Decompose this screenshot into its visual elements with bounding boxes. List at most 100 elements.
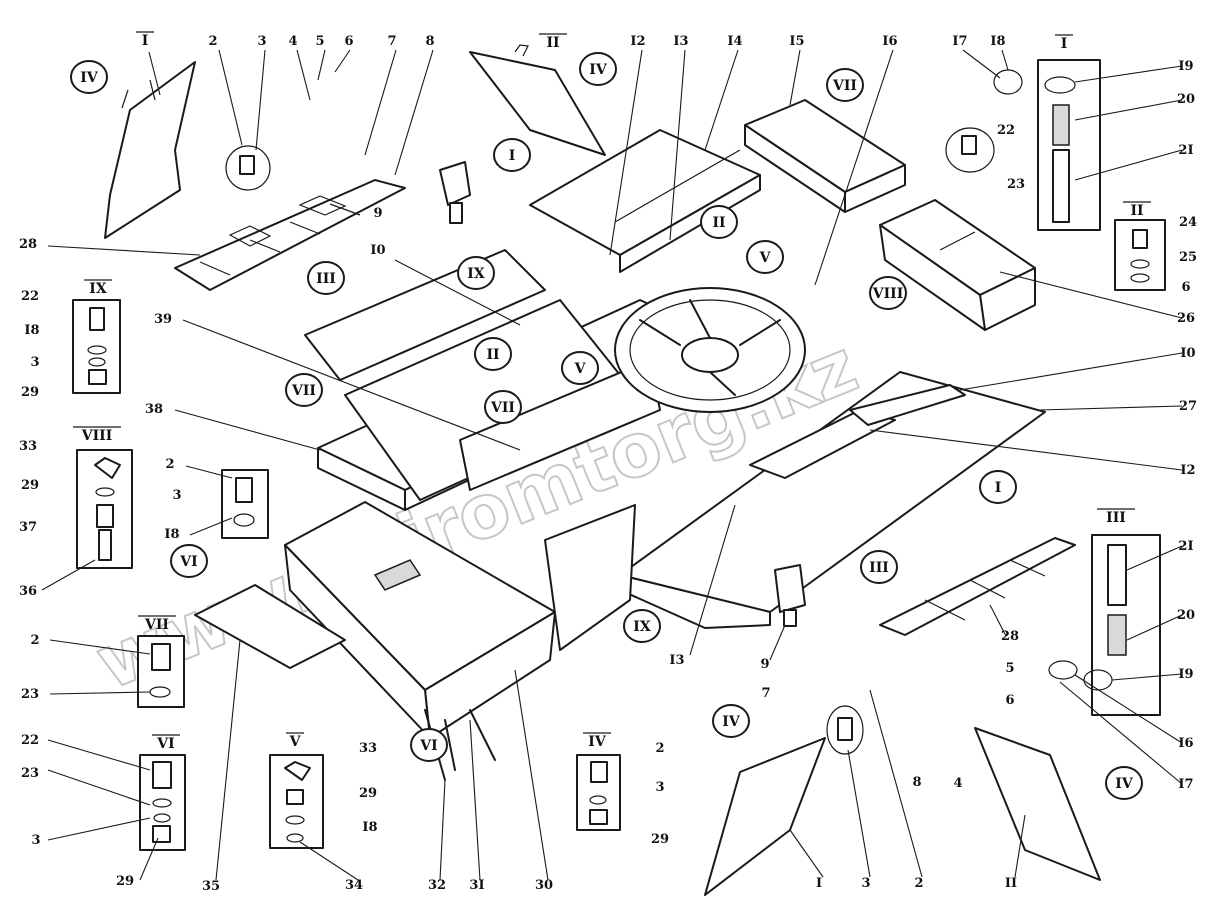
part_labels-p3d: 3 xyxy=(31,833,40,848)
bubble-circle-b13 xyxy=(484,390,522,424)
roman_labels-r11: III xyxy=(1106,510,1126,526)
bubbles-b14: I xyxy=(995,480,1002,496)
part_labels-p13a: I3 xyxy=(673,34,688,49)
bubble-circle-b1 xyxy=(70,60,108,94)
part_labels-p18d: I8 xyxy=(362,820,377,835)
part_labels-p2a: 2 xyxy=(208,34,217,49)
part_labels-p22b: 22 xyxy=(21,289,39,304)
part_labels-p8b: 8 xyxy=(912,775,921,790)
part_labels-p20a: 20 xyxy=(1177,92,1195,107)
part_labels-p23a: 23 xyxy=(1007,177,1025,192)
part_labels-p29d: 29 xyxy=(359,786,377,801)
bubble-circle-b18 xyxy=(410,728,448,762)
part_labels-p2e: 2 xyxy=(914,876,923,891)
part_labels-p3a: 3 xyxy=(257,34,266,49)
bubbles-b5: II xyxy=(712,215,725,231)
part_labels-p24: 24 xyxy=(1179,215,1197,230)
part_labels-p15a: I5 xyxy=(789,34,804,49)
part_labels-p32: 32 xyxy=(428,878,446,893)
part_labels-p28b: 28 xyxy=(1001,629,1019,644)
part_labels-p2c: 2 xyxy=(30,633,39,648)
part_labels-p6a: 6 xyxy=(344,34,353,49)
right-housing xyxy=(879,199,1036,331)
turntable-ring xyxy=(614,287,806,413)
roman_labels-r1: I xyxy=(142,33,149,49)
part_labels-p9a: 9 xyxy=(373,206,382,221)
bubble-circle-b3 xyxy=(826,68,864,102)
roman_labels-r2: II xyxy=(546,35,559,51)
bubbles-b2: IV xyxy=(589,62,608,78)
part_labels-p34: 34 xyxy=(345,878,363,893)
bubble-circle-b17 xyxy=(170,544,208,578)
bubbles-b9: III xyxy=(316,271,336,287)
inset-box-bolt-2-18 xyxy=(221,469,269,539)
bubbles-b3: VII xyxy=(832,78,857,94)
hinge-frame-left xyxy=(174,179,406,291)
pin-9-bottom xyxy=(774,564,806,627)
part_labels-p16a: I6 xyxy=(882,34,897,49)
bubble-circle-b6 xyxy=(457,256,495,290)
part_labels-p12b: I2 xyxy=(1180,463,1195,478)
bubbles-b10: II xyxy=(486,347,499,363)
bubbles-b7: V xyxy=(759,250,772,266)
part_labels-p10b: I0 xyxy=(370,243,385,258)
part_labels-p3e: 3 xyxy=(655,780,664,795)
part_labels-p17b: I7 xyxy=(1178,777,1193,792)
bubble-circle-b10 xyxy=(474,337,512,371)
part_labels-p6c: 6 xyxy=(1005,693,1014,708)
bubble-circle-b12 xyxy=(285,373,323,407)
part_labels-p2b: 2 xyxy=(165,457,174,472)
roman_labels-r7: VII xyxy=(144,617,169,633)
part_labels-p29a: 29 xyxy=(21,385,39,400)
bubbles-b18: VI xyxy=(419,738,437,754)
part_labels-p13b: I3 xyxy=(669,653,684,668)
part_labels-p27: 27 xyxy=(1179,399,1197,414)
part_labels-p5a: 5 xyxy=(315,34,324,49)
part_labels-p11: II xyxy=(1005,876,1017,891)
part_labels-p23b: 23 xyxy=(21,687,39,702)
inset-box-VI xyxy=(139,754,186,851)
bubble-circle-b9 xyxy=(307,261,345,295)
bubbles-b16: IX xyxy=(633,619,651,635)
part_labels-p21b: 2I xyxy=(1178,539,1193,554)
bubbles-b12: VII xyxy=(291,383,316,399)
bubble-circle-b14 xyxy=(979,470,1017,504)
inset-box-IX xyxy=(72,299,121,394)
part_labels-p2d: 2 xyxy=(655,741,664,756)
part_labels-p25: 25 xyxy=(1179,250,1197,265)
bubble-circle-b19 xyxy=(712,704,750,738)
shield-plate-top-left xyxy=(104,61,196,239)
part_labels-p14a: I4 xyxy=(727,34,742,49)
inset-box-top-right-I xyxy=(1037,59,1101,231)
part_labels-p3b: 3 xyxy=(30,355,39,370)
part_labels-p16b: I6 xyxy=(1178,736,1193,751)
part_labels-p19b: I9 xyxy=(1178,667,1193,682)
inset-box-III xyxy=(1091,534,1161,716)
part_labels-p26: 26 xyxy=(1177,311,1195,326)
part_labels-p31: 3I xyxy=(469,878,484,893)
part_labels-p4b: 4 xyxy=(953,776,962,791)
part_labels-p23c: 23 xyxy=(21,766,39,781)
bubbles-b20: IV xyxy=(1115,776,1134,792)
bubbles-b15: III xyxy=(869,560,889,576)
bubbles-b19: IV xyxy=(722,714,741,730)
bubbles-b4: I xyxy=(509,148,516,164)
part_labels-p30: 30 xyxy=(535,878,553,893)
part_labels-p3c: 3 xyxy=(172,488,181,503)
inset-box-V xyxy=(269,754,324,849)
inset-box-IV xyxy=(576,754,621,831)
roman_labels-r5: IX xyxy=(89,281,107,297)
part_labels-p33a: 33 xyxy=(19,439,37,454)
part_labels-p33b: 33 xyxy=(359,741,377,756)
bubble-circle-b8 xyxy=(869,276,907,310)
bubbles-b11: V xyxy=(574,361,587,377)
roman_labels-r9: V xyxy=(289,734,302,750)
leader-lines xyxy=(41,49,1183,881)
bubble-circle-b11 xyxy=(561,351,599,385)
part_labels-p18a: I8 xyxy=(990,34,1005,49)
part_labels-p1a: I xyxy=(816,876,822,891)
